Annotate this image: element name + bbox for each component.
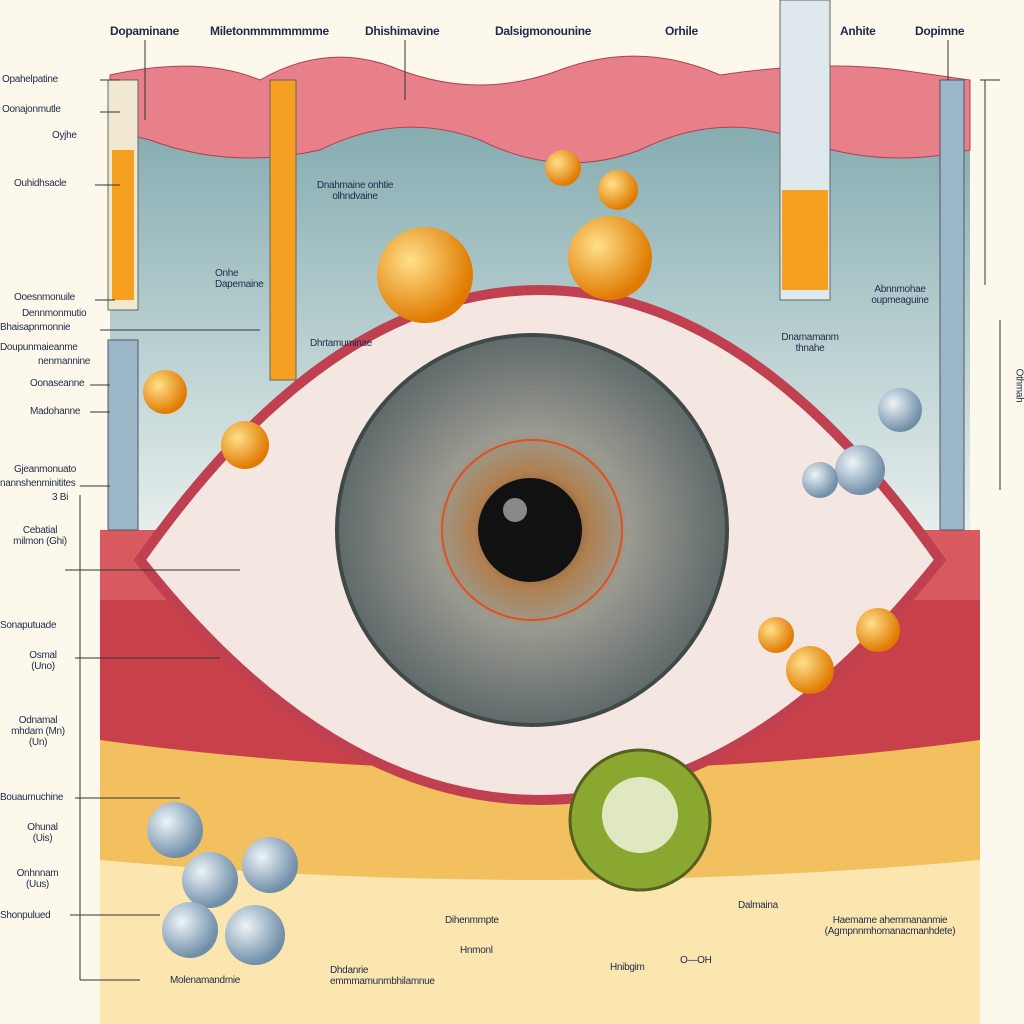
- left-label: Sonaputuade: [0, 620, 57, 631]
- top-label-4: Dalsigmonounine: [495, 24, 592, 38]
- inner-label: Molenamandmie: [170, 975, 241, 986]
- left-label: Osmal (Uno): [29, 650, 57, 672]
- inner-label: Hnmonl: [460, 945, 493, 956]
- inner-label: Othmah: [1013, 368, 1024, 403]
- left-label: nannshenminitites: [0, 478, 76, 489]
- cell: [147, 802, 203, 858]
- inner-label: Dnahmaine onhtie olhndvaine: [316, 180, 394, 202]
- upper-tissue-layer: [109, 55, 971, 164]
- inner-label: Abnnmohae oupmeaguine: [871, 284, 929, 306]
- left-label: Gjeanmonuato: [14, 464, 77, 475]
- top-label-3: Dhishimavine: [365, 24, 440, 38]
- tube-right: [939, 79, 965, 531]
- syringe-left: [269, 79, 297, 381]
- top-label-5: Orhile: [665, 24, 698, 38]
- inner-label: Onhe Dapemaine: [215, 268, 264, 290]
- top-label-1: Dopaminane: [110, 24, 180, 38]
- left-label: Oyjhe: [52, 130, 77, 141]
- left-label: Oonajonmutle: [2, 104, 61, 115]
- inner-label: Haemame ahemmananmie (Agmpnnmhomanacmanh…: [824, 915, 956, 937]
- left-label: Oonaseanne: [30, 378, 85, 389]
- left-label: Dennmonmutio: [22, 308, 87, 319]
- left-label: Ouhidhsacle: [14, 178, 67, 189]
- inner-label: Dhdanrie emmmamunmbhilamnue: [330, 965, 435, 987]
- left-label: Madohanne: [30, 406, 81, 417]
- left-label: Opahelpatine: [2, 74, 58, 85]
- top-label-6: Anhite: [840, 24, 876, 38]
- inner-label: Dihenmmpte: [445, 915, 499, 926]
- inner-label: Dalmaina: [738, 900, 778, 911]
- left-label: nenmannine: [38, 356, 91, 367]
- left-label: Onhnnam (Uus): [16, 868, 59, 890]
- left-label: Bhaisapnmonnie: [0, 322, 71, 333]
- left-label: Bouaumuchine: [0, 792, 64, 803]
- inner-label: Hnibgim: [610, 962, 645, 973]
- left-label: Ooesnmonuile: [14, 292, 75, 303]
- pupil: [478, 478, 582, 582]
- left-label: Odnamal mhdam (Mn) (Un): [11, 715, 65, 748]
- top-label-7: Dopimne: [915, 24, 965, 38]
- droplet: [377, 227, 473, 323]
- inner-label: O—OH: [680, 955, 712, 966]
- inner-label: Dhrtamuminae: [310, 338, 372, 349]
- left-label: Shonpulued: [0, 910, 51, 921]
- left-label: Cebatial milmon (Ghi): [13, 525, 67, 547]
- top-label-2: Miletonmmmmmmme: [210, 24, 329, 38]
- left-label: Doupunmaieanme: [0, 342, 78, 353]
- inner-label: Dnamamanm thnahe: [781, 332, 839, 354]
- left-label: Ohunal (Uis): [27, 822, 58, 844]
- inner-label: 3 Bi: [52, 492, 69, 503]
